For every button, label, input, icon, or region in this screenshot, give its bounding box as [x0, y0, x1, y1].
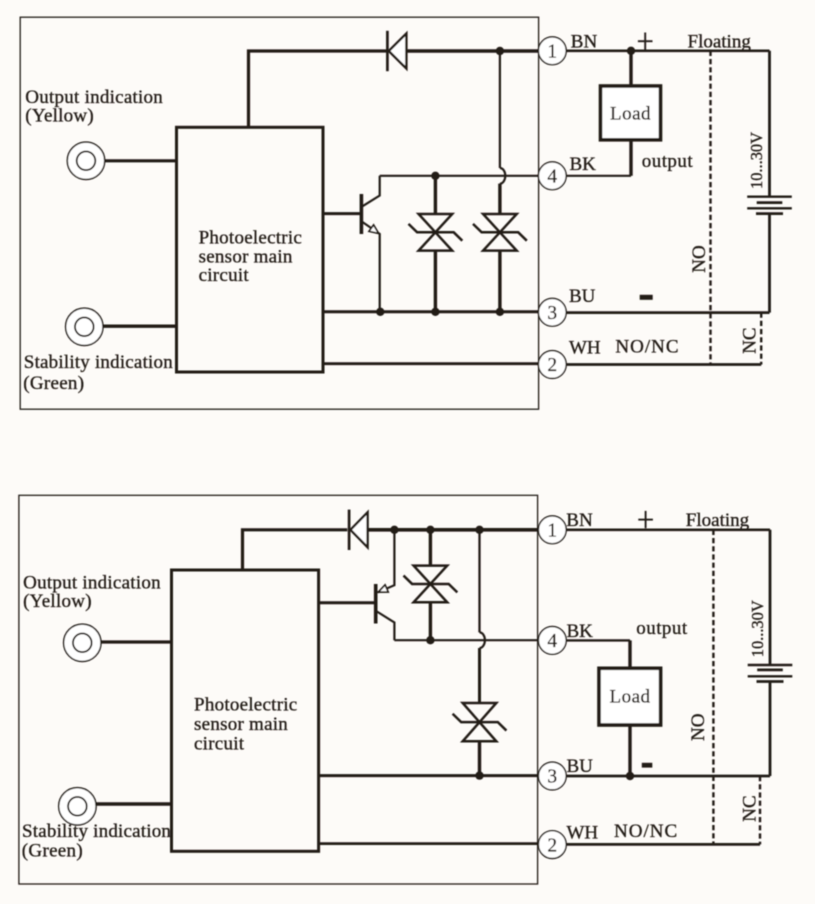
svg-text:Load: Load [610, 103, 651, 124]
svg-text:Output indication: Output indication [25, 87, 163, 108]
svg-text:4: 4 [547, 631, 557, 652]
svg-text:circuit: circuit [199, 265, 250, 286]
svg-text:Load: Load [609, 687, 650, 708]
svg-text:(Yellow): (Yellow) [25, 106, 94, 127]
svg-text:(Green): (Green) [23, 373, 84, 394]
svg-text:NC: NC [740, 327, 761, 353]
svg-text:circuit: circuit [194, 734, 245, 755]
svg-text:1: 1 [547, 42, 557, 63]
svg-text:(Green): (Green) [22, 840, 83, 861]
svg-text:BU: BU [569, 286, 596, 307]
svg-text:BN: BN [571, 31, 598, 52]
svg-text:Photoelectric: Photoelectric [194, 695, 298, 716]
svg-text:(Yellow): (Yellow) [23, 591, 92, 612]
svg-text:NO: NO [689, 245, 710, 272]
svg-text:10...30V: 10...30V [747, 132, 766, 189]
svg-text:2: 2 [547, 835, 557, 856]
svg-text:10...30V: 10...30V [748, 600, 767, 657]
svg-text:2: 2 [547, 355, 557, 376]
svg-text:WH: WH [567, 823, 599, 844]
svg-text:NC: NC [739, 795, 760, 821]
svg-text:output: output [636, 618, 688, 639]
svg-text:WH: WH [569, 338, 601, 359]
svg-text:1: 1 [547, 521, 557, 542]
svg-text:Output indication: Output indication [23, 573, 161, 594]
svg-text:Photoelectric: Photoelectric [199, 227, 303, 248]
svg-text:sensor main: sensor main [199, 246, 293, 267]
svg-text:3: 3 [547, 303, 557, 324]
svg-text:Floating: Floating [686, 510, 750, 531]
svg-text:Stability indication: Stability indication [24, 352, 173, 373]
svg-text:3: 3 [547, 767, 557, 788]
svg-text:4: 4 [547, 167, 557, 188]
svg-text:NO/NC: NO/NC [614, 821, 678, 842]
svg-text:NO/NC: NO/NC [615, 337, 679, 358]
svg-text:Stability indication: Stability indication [22, 821, 171, 842]
svg-text:Floating: Floating [688, 31, 752, 52]
svg-text:sensor main: sensor main [194, 714, 288, 735]
svg-text:BU: BU [567, 756, 594, 777]
svg-text:BK: BK [570, 154, 597, 175]
svg-text:BK: BK [567, 621, 594, 642]
svg-text:BN: BN [566, 510, 593, 531]
svg-text:output: output [642, 151, 694, 172]
svg-text:NO: NO [688, 714, 709, 741]
